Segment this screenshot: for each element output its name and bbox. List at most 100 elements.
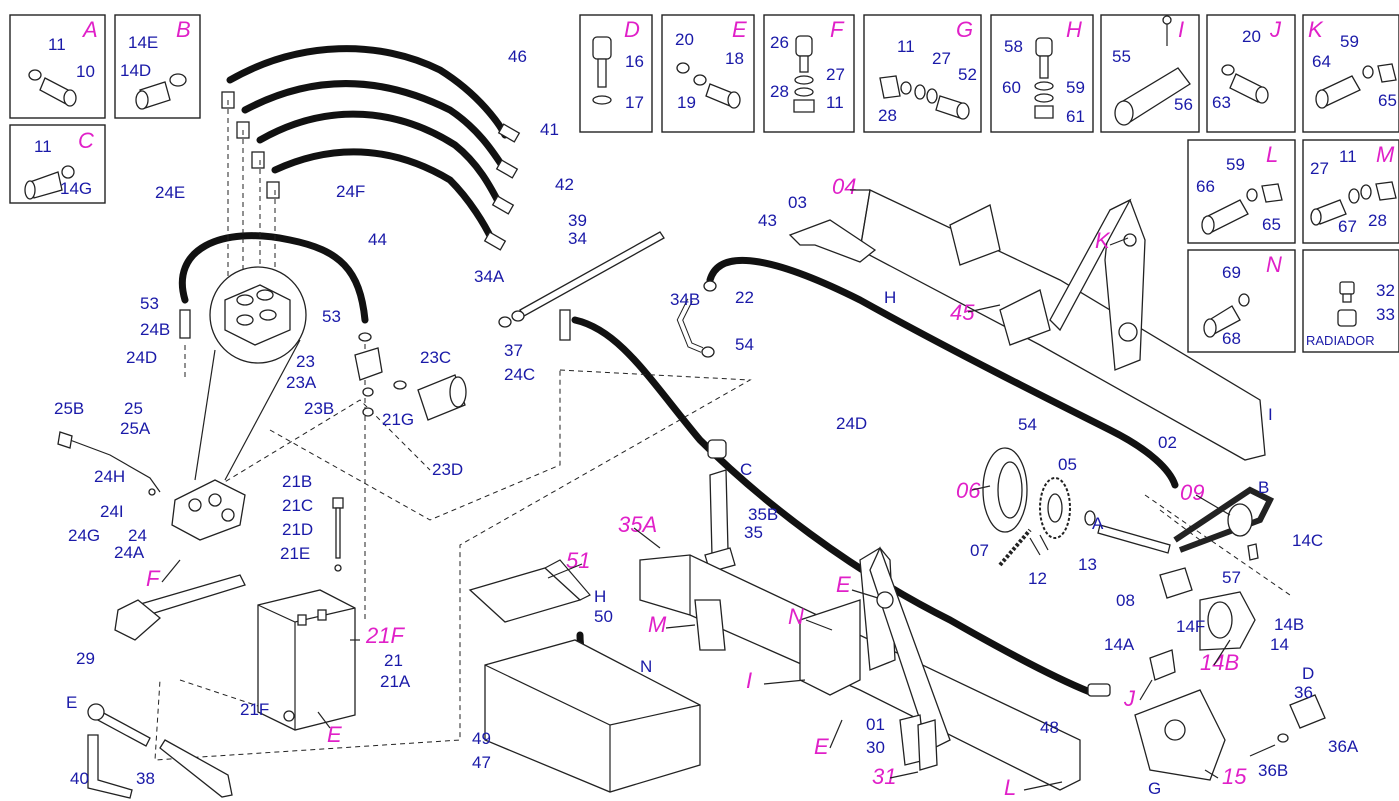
label-64: 64 — [1312, 52, 1331, 71]
label-27: 27 — [826, 65, 845, 84]
callout-39: 38 — [136, 769, 155, 788]
inset-letter-k: K — [1308, 17, 1324, 42]
inset-letter-l: L — [1266, 142, 1278, 167]
callout-53: 53 — [140, 294, 159, 313]
callout-24d-b: 24C — [504, 365, 535, 384]
callout-08: 13 — [1078, 555, 1097, 574]
callout-letter-n-b: E — [814, 734, 829, 759]
inset-box-j: J 20 63 — [1206, 14, 1296, 133]
callout-14b-b: 14F — [1176, 617, 1205, 636]
callout-22: 34B — [670, 290, 700, 309]
label-58: 58 — [1004, 37, 1023, 56]
callout-43: 24D — [836, 414, 867, 433]
inset-box-d: D 16 17 — [579, 14, 653, 133]
label-59: 59 — [1340, 32, 1359, 51]
label-20: 20 — [1242, 27, 1261, 46]
inset-letter-n: N — [1266, 252, 1282, 277]
callout-41: 41 — [540, 120, 559, 139]
inset-box-a: A 11 10 — [9, 14, 106, 119]
callout-15: G — [1148, 779, 1161, 798]
label-16: 16 — [625, 52, 644, 71]
frame-02 — [859, 189, 1266, 461]
valve-block-magnifier — [194, 266, 307, 481]
callout-letter-i: K — [1095, 228, 1111, 253]
inset-letter-g: G — [956, 17, 973, 42]
callout-35b: C — [740, 460, 752, 479]
label-52: 52 — [958, 65, 977, 84]
callout-54-b: 02 — [1158, 433, 1177, 452]
inset-box-i: I 55 56 — [1100, 14, 1200, 133]
inset-letter-i: I — [1178, 17, 1184, 42]
callout-53-b: 53 — [322, 307, 341, 326]
label-11: 11 — [897, 37, 915, 56]
callout-letter-h-b: 35A — [618, 512, 657, 537]
callout-14c: B — [1258, 478, 1269, 497]
callout-letter-d: 15 — [1222, 764, 1247, 789]
callout-25: 25 — [124, 399, 143, 418]
callout-25b: 25B — [54, 399, 84, 418]
inset-box-m: M 27 11 67 28 — [1302, 139, 1399, 244]
box-47-48 — [484, 639, 701, 793]
callout-48: 47 — [472, 753, 491, 772]
callout-letter-b: 09 — [1180, 480, 1204, 505]
label-18: 18 — [725, 49, 744, 68]
label-69: 69 — [1222, 263, 1241, 282]
inset-letter-e: E — [732, 17, 747, 42]
callout-23a: 23A — [286, 373, 317, 392]
callout-50: H — [594, 587, 606, 606]
callout-24a: 24A — [114, 543, 145, 562]
label-27: 27 — [1310, 159, 1329, 178]
label-65: 65 — [1262, 215, 1281, 234]
callout-06: 05 — [1058, 455, 1077, 474]
callout-letter-g: L — [1004, 775, 1016, 800]
label-11: 11 — [826, 93, 844, 112]
callout-21: 21 — [384, 651, 403, 670]
tank-21 — [257, 497, 356, 731]
callout-34a: 34 — [568, 229, 587, 248]
callout-09: 08 — [1116, 591, 1135, 610]
callout-31: 30 — [866, 738, 885, 757]
label-32: 32 — [1376, 281, 1395, 300]
callout-23c: 23C — [420, 348, 451, 367]
shaft-08 — [1084, 510, 1193, 599]
callout-letter-k: 45 — [950, 300, 975, 325]
label-26: 26 — [770, 33, 789, 52]
fitting-23 — [354, 332, 467, 421]
label-60: 60 — [1002, 78, 1021, 97]
label-59: 59 — [1226, 155, 1245, 174]
pump-assembly — [57, 431, 246, 541]
callout-letter-c: J — [1123, 686, 1136, 711]
guard-14 — [1149, 486, 1275, 681]
callout-04: 03 — [788, 193, 807, 212]
callout-21c: 21C — [282, 496, 313, 515]
callout-44: 44 — [368, 230, 387, 249]
callout-14f: 14A — [1104, 635, 1135, 654]
callout-labels: 46 41 42 24E 24F 44 53 24B 24D 53 23 23A… — [54, 47, 1359, 800]
callout-34: 39 — [568, 211, 587, 230]
callout-24f: 24F — [336, 182, 365, 201]
callout-21b: 21B — [282, 472, 312, 491]
label-10: 10 — [76, 62, 95, 81]
callout-23d: 23D — [432, 460, 463, 479]
callout-24e: 24E — [155, 183, 185, 202]
rod-34 — [498, 231, 665, 328]
callout-letter-e-b: E — [327, 722, 342, 747]
callout-29: 29 — [76, 649, 95, 668]
hub-05 — [982, 447, 1028, 533]
inset-letter-b: B — [176, 17, 191, 42]
callout-36c: 36B — [1258, 761, 1288, 780]
callout-21e: 21E — [280, 544, 310, 563]
callout-24i: 24I — [100, 502, 124, 521]
callout-37: 54 — [735, 335, 754, 354]
callout-24c: 37 — [504, 341, 523, 360]
label-61: 61 — [1066, 107, 1085, 126]
callout-14a: 14 — [1270, 635, 1289, 654]
callout-letter-e-c: N — [788, 604, 804, 629]
tray-50-51 — [468, 559, 591, 623]
callout-51: 50 — [594, 607, 613, 626]
callout-21g: 21G — [382, 410, 414, 429]
callout-42: 42 — [555, 175, 574, 194]
inset-letter-f: F — [830, 17, 845, 42]
callout-03: 43 — [758, 211, 777, 230]
callout-letter-l: 31 — [872, 764, 896, 789]
